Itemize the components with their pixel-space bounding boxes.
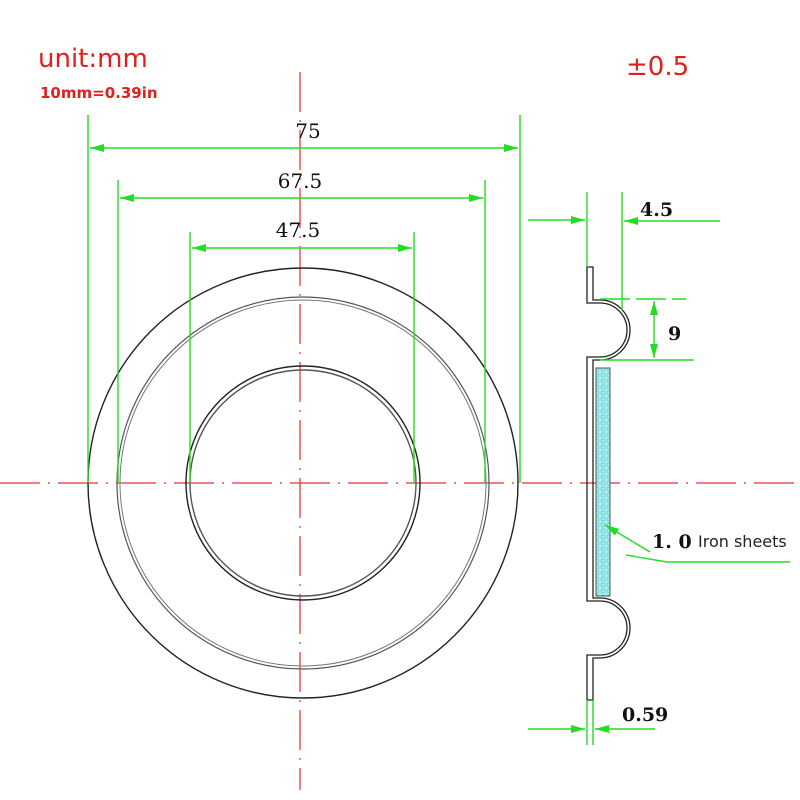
- dim-inner-diameter: 47.5: [276, 218, 321, 242]
- inner-ring-outer: [185, 365, 421, 601]
- side-dimensions: [528, 192, 790, 745]
- dim-surround-diameter: 67.5: [278, 169, 323, 193]
- unit-label: unit:mm: [38, 44, 148, 74]
- callout-value: 1. 0: [652, 531, 692, 553]
- dim-height-offset: 4.5: [640, 199, 673, 221]
- tolerance-label: ±0.5: [626, 52, 690, 82]
- centerlines: [0, 72, 800, 790]
- dim-outer-diameter: 75: [295, 119, 320, 143]
- callout-material: Iron sheets: [698, 532, 787, 551]
- surround-ring-outer: [116, 296, 490, 670]
- side-view-profile: [586, 266, 631, 701]
- dim-thickness: 0.59: [622, 704, 668, 726]
- iron-sheet-layer: [595, 367, 611, 597]
- conversion-label: 10mm=0.39in: [40, 84, 158, 102]
- surround-ring-inner: [119, 299, 487, 667]
- dim-roll-height: 9: [668, 323, 681, 345]
- front-dimensions: [87, 115, 521, 483]
